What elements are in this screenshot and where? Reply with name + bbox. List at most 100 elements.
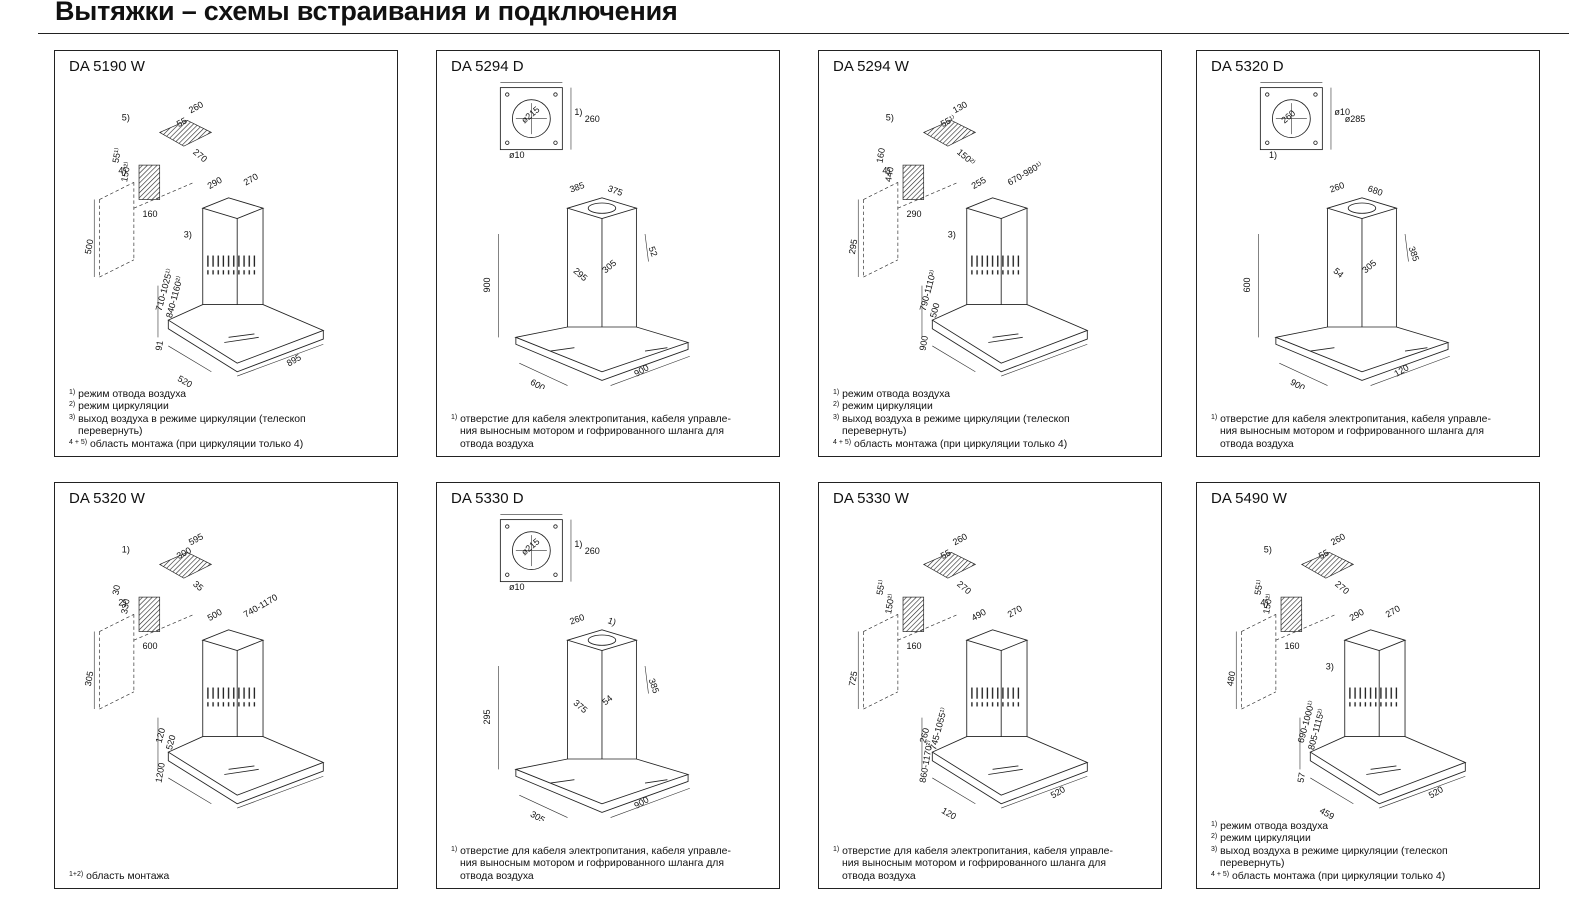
column-duct — [587, 634, 617, 646]
dimension-lines — [1235, 631, 1466, 809]
footnote-marker: 3) — [1211, 845, 1218, 853]
dimension-label-8: 500 — [206, 607, 224, 623]
dimension-label-1: 130 — [951, 99, 969, 115]
canopy-glass — [1274, 326, 1450, 373]
mounting-area-side — [138, 596, 161, 632]
mounting-area-side — [1280, 596, 1303, 632]
dimension-label-1: 260 — [187, 99, 205, 115]
screw-hole-1 — [505, 524, 510, 529]
dimension-label-7: 295 — [847, 238, 859, 255]
dimension-label-4: ø285 — [1345, 114, 1366, 124]
wall-outline — [863, 182, 959, 278]
canopy-glass — [514, 758, 690, 805]
screw-hole-1 — [1265, 92, 1270, 97]
callout-1: 1) — [122, 544, 130, 554]
footnote-line: 3) выход воздуха в режиме циркуляции (те… — [69, 414, 391, 426]
dimension-label-3: 1) — [574, 107, 582, 117]
dimension-label-9: 740-1170 — [242, 592, 279, 619]
footnote-line: 1) отверстие для кабеля электропитания, … — [1211, 414, 1533, 426]
duct-opening — [511, 99, 551, 138]
footnote-text: режим циркуляции — [842, 401, 933, 413]
dimension-label-5: 440 — [883, 166, 895, 183]
dimension-label-4: 260 — [585, 114, 600, 124]
screw-hole-3 — [505, 140, 510, 145]
callout-2: 2) — [118, 598, 126, 608]
dimension-label-1: 595 — [187, 531, 205, 547]
wall-outline — [863, 614, 959, 710]
dimension-label-9: 54 — [1331, 266, 1345, 280]
chimney-vents — [969, 255, 1021, 275]
dimension-label-1: 555 — [1283, 79, 1298, 81]
footnote-marker: 1) — [69, 388, 76, 396]
footnote-line: 2) режим циркуляции — [833, 401, 1155, 413]
footnote-line: 1) режим отвода воздуха — [1211, 821, 1533, 833]
model-title: DA 5294 D — [451, 58, 524, 75]
dimension-label-5: 1) — [1269, 150, 1277, 160]
footnote-text: перевернуть) — [842, 426, 907, 438]
dimension-lines — [1258, 233, 1450, 386]
duct-opening — [511, 531, 551, 570]
diagram-panel: DA 5320 D555260ø10ø2851)2606803855430560… — [1196, 50, 1540, 457]
dimension-label-6: 260 — [1328, 180, 1346, 195]
mounting-area-top — [158, 551, 213, 579]
canopy-glass — [931, 304, 1089, 364]
dimension-lines — [857, 199, 1088, 377]
dimension-label-9: 270 — [242, 171, 260, 187]
footnote-line: перевернуть) — [1211, 858, 1533, 870]
footnote-text: ния выносным мотором и гофрированного шл… — [460, 426, 724, 438]
screw-hole-4 — [1313, 140, 1318, 145]
canopy-glass — [514, 326, 690, 373]
footnote-text: режим циркуляции — [78, 401, 169, 413]
footnote-marker: 2) — [833, 401, 840, 409]
dimension-label-2: 55 — [939, 547, 953, 561]
footnote-line: ния выносным мотором и гофрированного шл… — [833, 858, 1155, 870]
footnote-marker: 1) — [1211, 820, 1218, 828]
footnote-line: ния выносным мотором и гофрированного шл… — [1211, 426, 1533, 438]
mounting-area-side — [902, 164, 925, 200]
dimension-label-12: 91 — [154, 340, 166, 352]
footnote-text: ния выносным мотором и гофрированного шл… — [460, 858, 724, 870]
chimney-vents — [205, 255, 257, 275]
footnote-line: 3) выход воздуха в режиме циркуляции (те… — [1211, 846, 1533, 858]
dimension-label-11: 520 — [164, 734, 178, 751]
footnotes: 1) отверстие для кабеля электропитания, … — [1211, 414, 1533, 451]
dimension-label-1: 260 — [1329, 531, 1347, 547]
screw-hole-4 — [553, 572, 558, 577]
mounting-area-top — [922, 551, 977, 579]
dimension-label-6: 385 — [568, 180, 586, 195]
canopy-lights — [550, 779, 668, 784]
column-duct — [587, 202, 617, 214]
canopy-glass — [931, 736, 1089, 796]
dimension-label-12: 305 — [529, 809, 547, 821]
footnote-line: 1) режим отвода воздуха — [833, 389, 1155, 401]
callout-1: 5) — [122, 112, 130, 122]
dimension-label-10: 120 — [154, 727, 168, 744]
canopy-edge — [515, 337, 689, 381]
footnote-line: 1) режим отвода воздуха — [69, 389, 391, 401]
plate-dimension-lines — [1260, 82, 1332, 150]
footnote-text: перевернуть) — [1220, 858, 1285, 870]
dimension-label-9: 670-980¹⁾ — [1006, 160, 1044, 188]
column-body — [567, 208, 637, 348]
column-top — [566, 629, 638, 651]
footnote-line: 3) выход воздуха в режиме циркуляции (те… — [833, 414, 1155, 426]
dimension-label-6: 600 — [142, 641, 157, 651]
dimension-lines — [498, 665, 690, 818]
dimension-label-2: 55 — [175, 115, 189, 129]
canopy-lights — [224, 333, 259, 343]
dimension-label-7: 375 — [606, 183, 624, 198]
canopy-edge — [515, 769, 689, 813]
dimension-label-6: 260 — [568, 612, 586, 627]
dimension-label-3: 270 — [1333, 579, 1351, 596]
canopy-lights — [550, 347, 668, 352]
footnote-line: 2) режим циркуляции — [1211, 833, 1533, 845]
dimension-label-4: 260 — [585, 546, 600, 556]
footnote-text: выход воздуха в режиме циркуляции (телес… — [842, 413, 1070, 425]
model-title: DA 5320 D — [1211, 58, 1284, 75]
dimension-lines — [857, 631, 1088, 809]
footnote-marker: 1) — [833, 388, 840, 396]
column-body — [1327, 208, 1397, 348]
